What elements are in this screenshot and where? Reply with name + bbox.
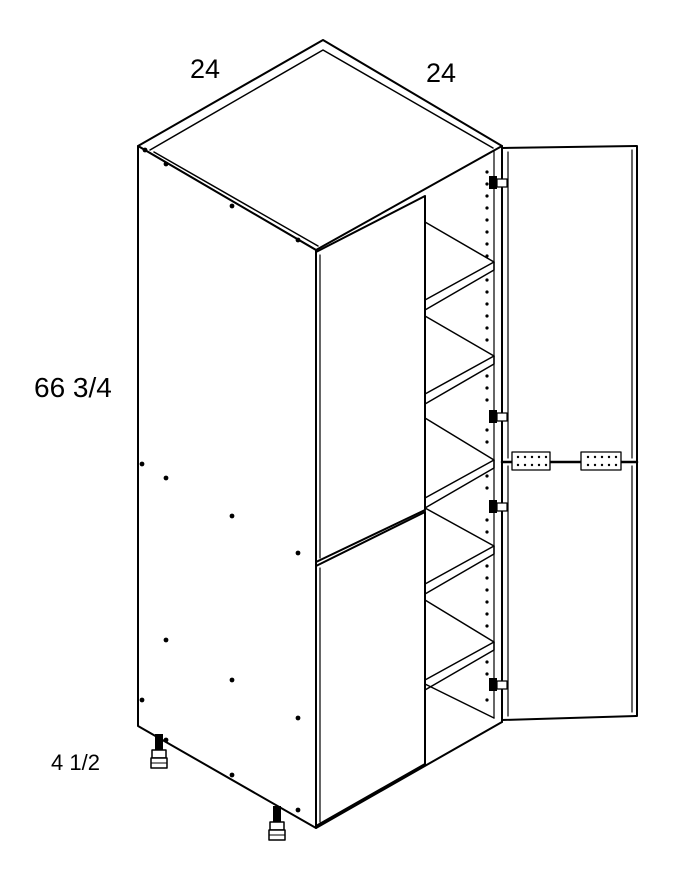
leveling-leg-right xyxy=(268,806,286,841)
hinge-icon xyxy=(489,176,508,691)
shelves xyxy=(424,195,495,766)
height-dimension-label: 66 3/4 xyxy=(34,372,112,403)
open-door-upper xyxy=(501,145,638,463)
width-dimension-label: 24 xyxy=(190,54,221,84)
depth-dimension-label: 24 xyxy=(426,58,457,88)
cabinet-side-panel xyxy=(137,145,317,829)
open-door-lower xyxy=(501,461,638,721)
front-door-upper xyxy=(315,195,426,563)
door-connector xyxy=(500,451,639,471)
leveling-leg-left xyxy=(150,734,168,769)
shelf-pin-holes xyxy=(485,170,489,702)
front-door-lower xyxy=(315,511,426,827)
side-screw-holes xyxy=(139,147,301,813)
toe-kick-dimension-label: 4 1/2 xyxy=(51,750,100,775)
